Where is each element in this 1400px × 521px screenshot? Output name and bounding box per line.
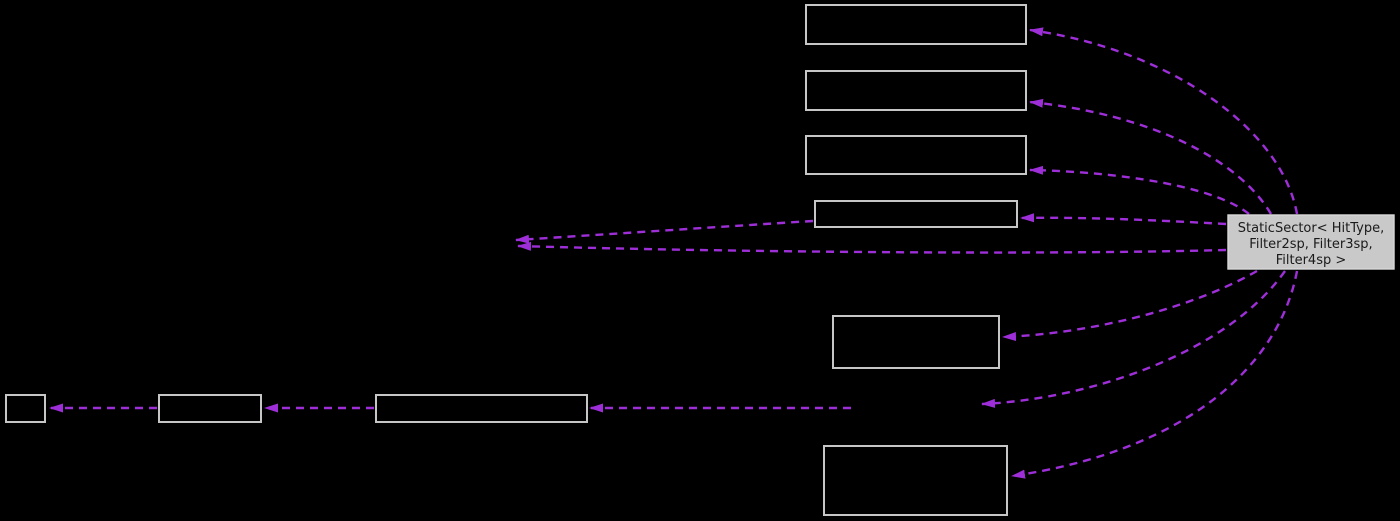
class-node-class-a[interactable] bbox=[5, 394, 46, 423]
edge-static-sector-to-class-5 bbox=[1002, 269, 1258, 341]
class-node-class-2[interactable] bbox=[805, 70, 1027, 111]
edge-static-sector-to-class-6 bbox=[1011, 270, 1299, 479]
class-boxes-layer bbox=[5, 4, 1027, 516]
edges-layer bbox=[49, 27, 1299, 479]
class-node-class-1[interactable] bbox=[805, 4, 1027, 45]
main-node-static-sector: StaticSector< HitType, Filter2sp, Filter… bbox=[1227, 214, 1395, 270]
edge-static-sector-to-class-2 bbox=[1029, 98, 1273, 215]
main-node-label-line-1: StaticSector< HitType, bbox=[1238, 221, 1384, 236]
edge-class-4-to-hidden-left bbox=[515, 219, 814, 244]
edge-static-sector-to-class-1 bbox=[1029, 27, 1299, 215]
class-node-class-c[interactable] bbox=[375, 394, 588, 423]
edge-static-sector-to-hidden-left bbox=[517, 241, 1227, 254]
class-node-class-6[interactable] bbox=[823, 445, 1008, 516]
edge-static-sector-to-hidden-bottom bbox=[981, 270, 1286, 408]
class-node-class-3[interactable] bbox=[805, 135, 1027, 175]
edge-static-sector-to-class-3 bbox=[1029, 165, 1250, 215]
class-node-class-5[interactable] bbox=[832, 315, 1000, 369]
main-node-box bbox=[1227, 214, 1395, 270]
class-node-class-4[interactable] bbox=[814, 200, 1018, 228]
class-node-class-b[interactable] bbox=[158, 394, 262, 423]
edge-static-sector-to-class-4 bbox=[1020, 213, 1227, 226]
main-node-label-line-3: Filter4sp > bbox=[1276, 253, 1347, 268]
main-node-label-line-2: Filter2sp, Filter3sp, bbox=[1249, 237, 1372, 252]
